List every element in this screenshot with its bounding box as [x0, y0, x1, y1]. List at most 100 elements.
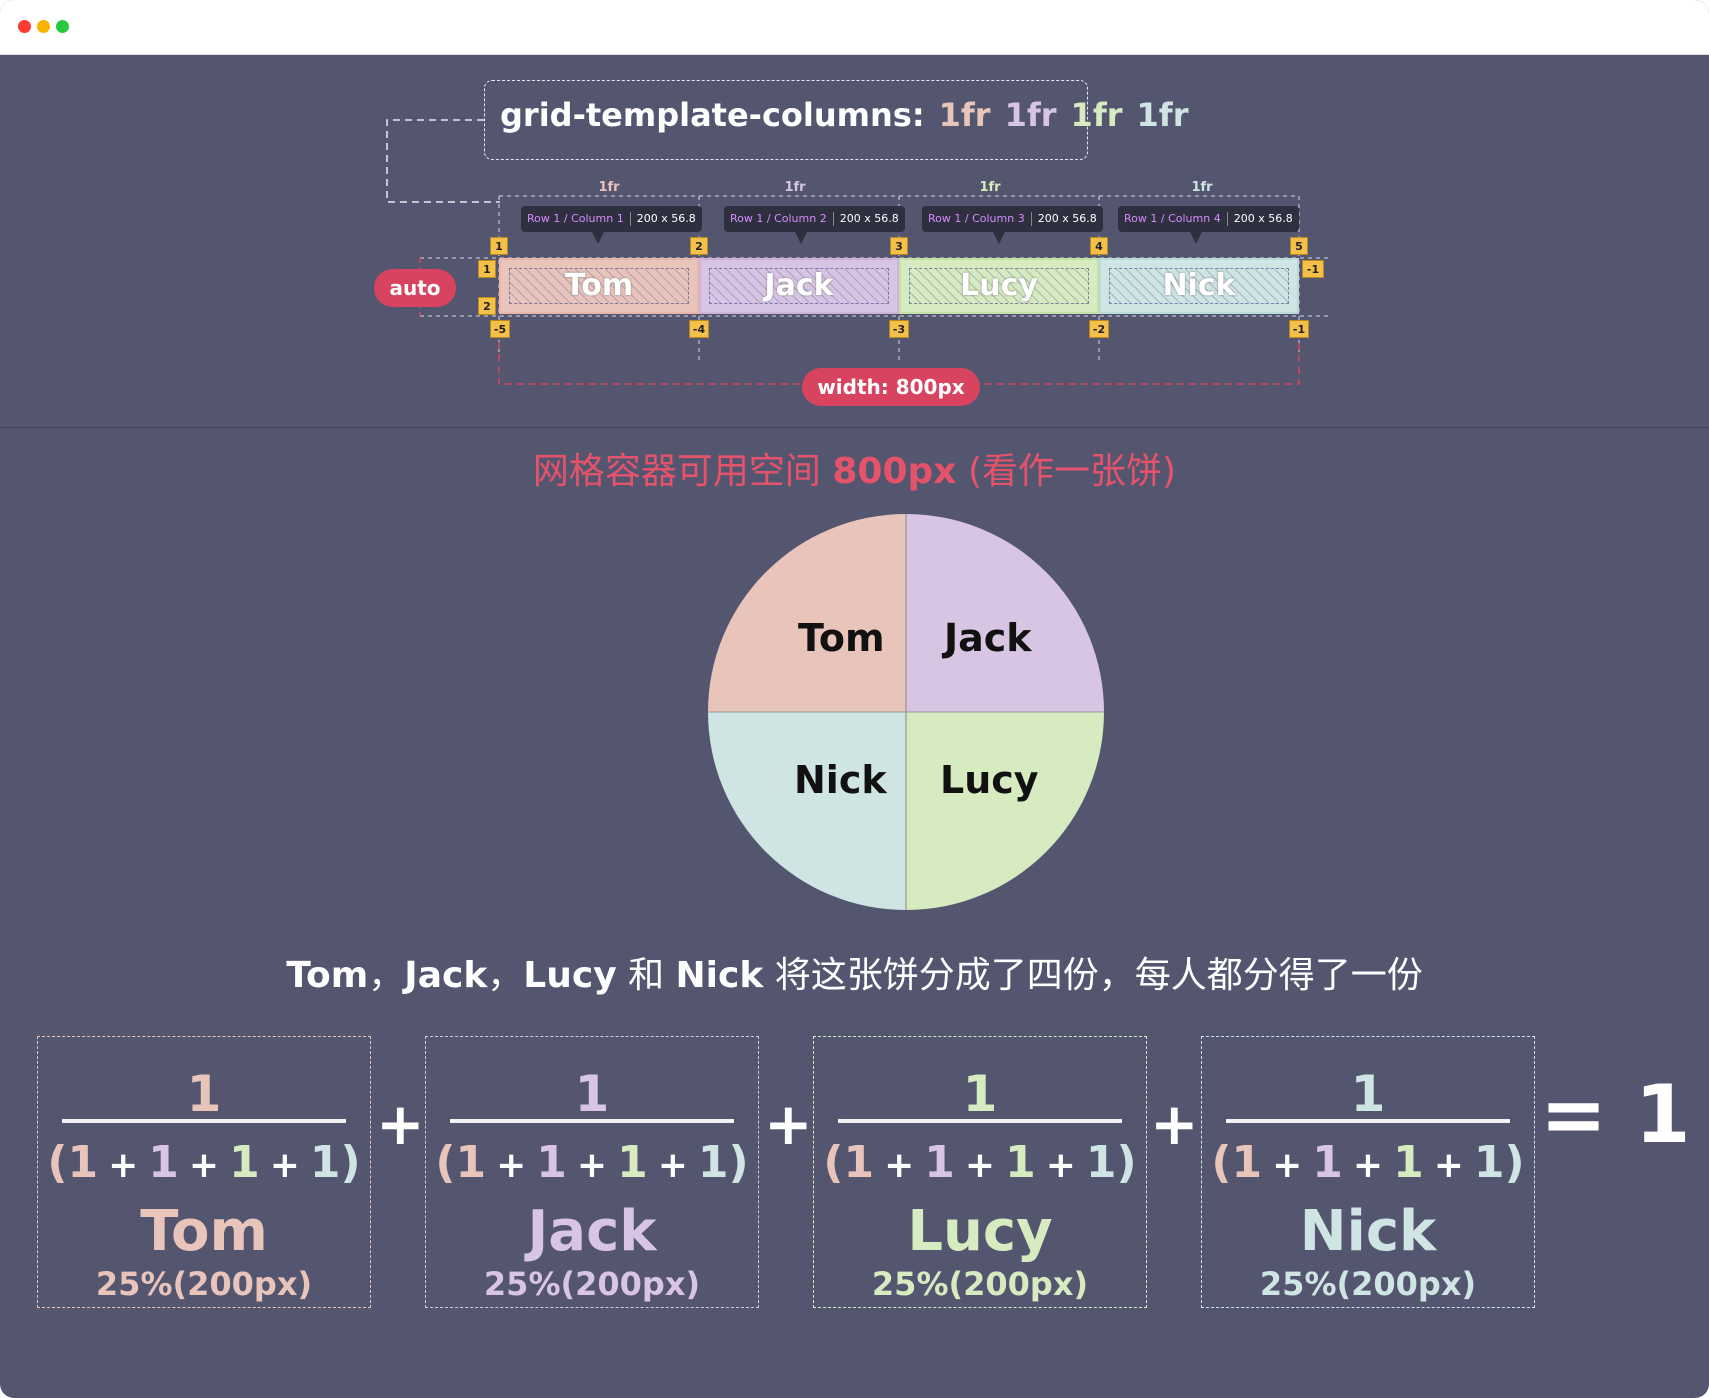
- cell-content-area: [909, 268, 1089, 304]
- pie-label-tom: Tom: [798, 616, 885, 660]
- cell-info-size: 200 x 56.8: [839, 212, 899, 225]
- cell-info-position: Row 1 / Column 4: [1124, 212, 1221, 225]
- code-box: [484, 80, 1088, 160]
- grid-cell-lucy[interactable]: Lucy: [899, 258, 1099, 314]
- minimize-window-button[interactable]: [37, 20, 50, 33]
- plus-operator: +: [376, 1090, 425, 1158]
- den-term: 1: [536, 1137, 567, 1188]
- maximize-window-button[interactable]: [56, 20, 69, 33]
- plus-sign: +: [576, 1145, 608, 1186]
- den-term: 1): [697, 1137, 749, 1188]
- fraction-numerator: 1: [574, 1065, 610, 1123]
- fraction-card-nick: 1 (1+1+1+1) Nick 25%(200px): [1201, 1036, 1535, 1308]
- grid-cell-nick[interactable]: Nick: [1099, 258, 1299, 314]
- plus-operator: +: [764, 1090, 813, 1158]
- line-number-bottom: -3: [889, 320, 909, 338]
- pie-slice-lucy: [906, 712, 1104, 910]
- pie-label-nick: Nick: [794, 758, 887, 802]
- row-size-label: auto: [374, 269, 456, 307]
- den-term: (1: [47, 1137, 99, 1188]
- fraction-denominator: (1+1+1+1): [1202, 1137, 1534, 1188]
- heading-suffix: (看作一张饼): [956, 451, 1177, 492]
- line-number-top: 4: [1090, 237, 1108, 255]
- close-window-button[interactable]: [18, 20, 31, 33]
- cell-label: Jack: [764, 268, 834, 303]
- cell-content-area: [509, 268, 689, 304]
- den-term: (1: [435, 1137, 487, 1188]
- pie-label-jack: Jack: [944, 616, 1032, 660]
- heading-text: 网格容器可用空间: [532, 451, 833, 492]
- fraction-bar: [838, 1119, 1122, 1123]
- window-titlebar: [0, 0, 1709, 55]
- column-header-4: 1fr: [1191, 180, 1213, 195]
- sentence-rest: 将这张饼分成了四份，每人都分得了一份: [763, 955, 1423, 996]
- plus-sign: +: [269, 1145, 300, 1186]
- track-1fr-nick: 1fr: [1136, 96, 1189, 134]
- section-divider: [0, 427, 1709, 428]
- fraction-card-jack: 1 (1+1+1+1) Jack 25%(200px): [425, 1036, 759, 1308]
- den-term: 1): [309, 1137, 361, 1188]
- pie-label-lucy: Lucy: [940, 758, 1039, 802]
- sentence-name: Lucy: [523, 955, 617, 996]
- den-term: 1: [148, 1137, 179, 1188]
- fraction-numerator: 1: [1350, 1065, 1386, 1123]
- track-1fr-tom: 1fr: [938, 96, 991, 134]
- plus-sign: +: [1045, 1145, 1076, 1186]
- sentence-name: Tom: [286, 955, 369, 996]
- cell-content-area: [1109, 268, 1289, 304]
- container-width-label: width: 800px: [802, 368, 980, 406]
- cell-label: Nick: [1162, 268, 1236, 303]
- den-term: 1: [924, 1137, 955, 1188]
- cell-content-area: [709, 268, 889, 304]
- fraction-card-lucy: 1 (1+1+1+1) Lucy 25%(200px): [813, 1036, 1147, 1308]
- line-number-bottom: -4: [689, 320, 709, 338]
- pie-slice-nick: [708, 712, 906, 910]
- line-number-top: 3: [890, 237, 908, 255]
- fraction-name: Lucy: [907, 1199, 1053, 1264]
- fraction-name: Tom: [140, 1199, 268, 1264]
- column-header-2: 1fr: [784, 180, 806, 195]
- line-number-top: 5: [1290, 237, 1308, 255]
- cell-info-size: 200 x 56.8: [636, 212, 696, 225]
- fraction-bar: [62, 1119, 346, 1123]
- plus-sign: +: [108, 1145, 139, 1186]
- plus-sign: +: [496, 1145, 527, 1186]
- track-1fr-jack: 1fr: [1004, 96, 1057, 134]
- fraction-name: Nick: [1299, 1199, 1437, 1264]
- fraction-numerator: 1: [186, 1065, 222, 1123]
- cell-info-position: Row 1 / Column 1: [527, 212, 624, 225]
- line-number-right: -1: [1302, 260, 1324, 278]
- fraction-percent: 25%(200px): [483, 1265, 701, 1303]
- fraction-percent: 25%(200px): [871, 1265, 1089, 1303]
- pie-svg: [708, 514, 1104, 910]
- plus-sign: +: [1433, 1145, 1464, 1186]
- fraction-bar: [1226, 1119, 1510, 1123]
- fraction-percent: 25%(200px): [1259, 1265, 1477, 1303]
- column-header-1: 1fr: [598, 180, 620, 195]
- plus-sign: +: [1272, 1145, 1303, 1186]
- space-heading: 网格容器可用空间 800px (看作一张饼): [0, 442, 1709, 494]
- den-term: 1: [229, 1137, 260, 1188]
- fraction-denominator: (1+1+1+1): [426, 1137, 758, 1188]
- line-number-bottom: -2: [1089, 320, 1109, 338]
- explanation-sentence: Tom，Jack，Lucy 和 Nick 将这张饼分成了四份，每人都分得了一份: [0, 946, 1709, 998]
- sentence-separator: ，: [487, 955, 524, 996]
- grid-cell-jack[interactable]: Jack: [699, 258, 899, 314]
- line-number-top: 2: [690, 237, 708, 255]
- cell-label: Lucy: [960, 268, 1038, 303]
- heading-emphasis: 800px: [832, 451, 957, 492]
- plus-sign: +: [964, 1145, 996, 1186]
- track-1fr-lucy: 1fr: [1070, 96, 1123, 134]
- cell-label: Tom: [564, 268, 634, 303]
- grid-cell-tom[interactable]: Tom: [499, 258, 699, 314]
- line-number-bottom: -1: [1289, 320, 1309, 338]
- fraction-denominator: (1+1+1+1): [814, 1137, 1146, 1188]
- fraction-name: Jack: [527, 1199, 657, 1264]
- equals-result: = 1: [1540, 1068, 1691, 1161]
- plus-sign: +: [188, 1145, 220, 1186]
- line-number-left: 2: [478, 297, 496, 315]
- plus-sign: +: [657, 1145, 688, 1186]
